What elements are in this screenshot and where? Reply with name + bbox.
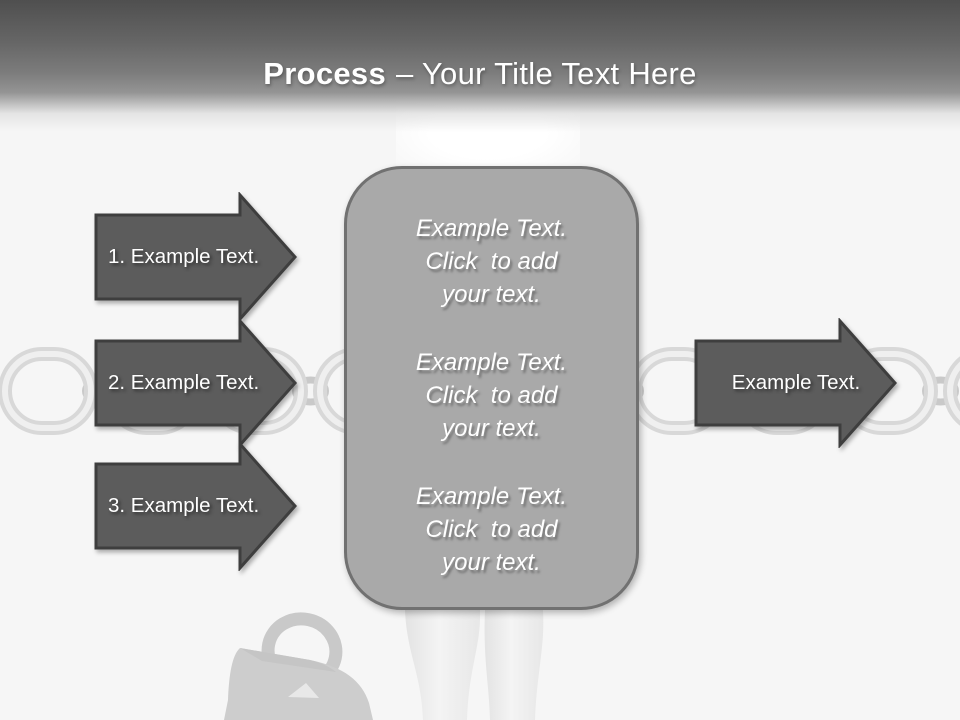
right-arrow-shape [94,318,298,448]
briefcase-silhouette [224,612,373,720]
process-arrow-1[interactable]: 1. Example Text. [94,192,298,322]
text-line: Example Text. [415,215,568,242]
text-line: your text. [442,281,541,308]
arrow-label: 1. Example Text. [108,245,260,268]
text-line: Click to add [425,382,558,409]
header-bar [0,0,960,132]
text-line: your text. [442,415,541,442]
title-rest: – Your Title Text Here [396,56,697,91]
process-arrow-2[interactable]: 2. Example Text. [94,318,298,448]
arrow-label: 2. Example Text. [108,371,260,394]
process-arrow-output[interactable]: Example Text. [694,318,898,448]
right-arrow-shape [94,192,298,322]
process-arrow-3[interactable]: 3. Example Text. [94,441,298,571]
text-line: your text. [442,549,541,576]
text-line: Click to add [425,248,558,275]
slide-title[interactable]: Process – Your Title Text Here [0,55,960,93]
text-block-1: Example Text. Click to add your text. [365,212,618,311]
right-arrow-shape [94,441,298,571]
text-line: Example Text. [415,483,568,510]
text-line: Click to add [425,516,558,543]
title-bold: Process [263,56,387,91]
text-line: Example Text. [415,349,568,376]
text-block-2: Example Text. Click to add your text. [365,346,618,445]
right-arrow-shape [694,318,898,448]
arrow-label: 3. Example Text. [108,494,260,517]
figure-legs-silhouette [405,610,544,720]
center-text-box[interactable]: Example Text. Click to add your text. Ex… [344,166,639,610]
text-block-3: Example Text. Click to add your text. [365,480,618,579]
arrow-label: Example Text. [731,371,861,394]
